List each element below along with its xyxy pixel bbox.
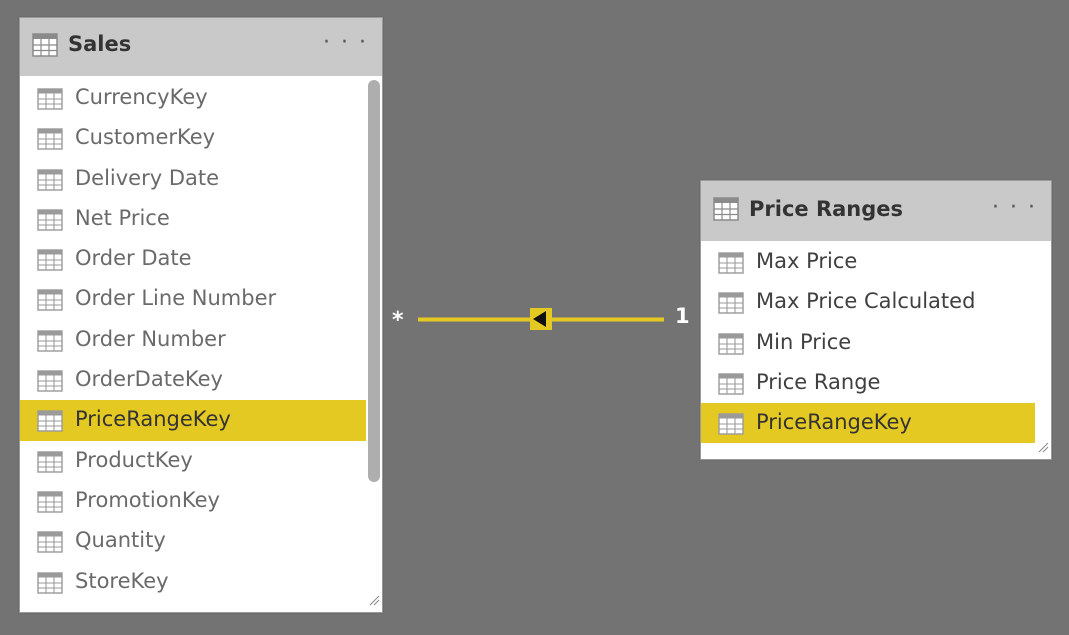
column-icon (37, 88, 63, 114)
price-ranges-table-header[interactable]: Price Ranges · · · (701, 181, 1051, 241)
field-row[interactable]: PriceRangeKey (701, 403, 1035, 444)
column-icon (37, 209, 63, 235)
field-row[interactable]: ProductKey (20, 441, 366, 481)
left-arrow-icon (533, 311, 546, 327)
field-row[interactable]: Price Range (701, 363, 1035, 403)
column-icon (718, 252, 744, 278)
table-icon (32, 33, 58, 61)
column-icon (37, 491, 63, 517)
column-icon (37, 571, 63, 598)
field-row[interactable]: OrderDateKey (20, 360, 366, 400)
many-cardinality-label: * (392, 308, 404, 333)
field-row[interactable]: Max Price (701, 242, 1035, 282)
field-label: Max Price Calculated (756, 289, 976, 314)
field-row[interactable]: Order Date (20, 239, 366, 279)
price-ranges-table-title: Price Ranges (749, 197, 904, 221)
resize-handle-icon[interactable] (1037, 438, 1049, 457)
field-row[interactable]: Order Number (20, 320, 366, 360)
column-icon (718, 413, 744, 439)
field-label: StoreKey (75, 568, 169, 593)
column-icon (37, 410, 63, 436)
field-row[interactable]: Max Price Calculated (701, 282, 1035, 322)
column-icon (37, 330, 63, 356)
column-icon (37, 249, 63, 275)
field-label: Net Price (75, 205, 170, 230)
field-label: Quantity (75, 528, 166, 553)
field-label: Order Number (75, 326, 226, 351)
field-row[interactable]: Min Price (701, 323, 1035, 363)
field-label: Max Price (756, 249, 858, 273)
field-label: OrderDateKey (75, 367, 223, 392)
column-icon (37, 531, 63, 557)
sales-table-header[interactable]: Sales · · · (20, 18, 382, 76)
table-icon (713, 197, 739, 225)
column-icon (37, 370, 63, 396)
field-row[interactable]: Quantity (20, 521, 366, 561)
field-row[interactable]: StoreKey (20, 562, 366, 602)
field-label: Price Range (756, 369, 881, 394)
field-row[interactable]: Delivery Date (20, 159, 366, 199)
sales-scrollbar[interactable] (368, 80, 380, 482)
field-row[interactable]: PriceRangeKey (20, 400, 366, 441)
sales-table-title: Sales (68, 32, 132, 56)
field-row[interactable]: Order Line Number (20, 279, 366, 319)
field-row[interactable]: Net Price (20, 199, 366, 239)
column-icon (37, 168, 63, 195)
field-label: PriceRangeKey (75, 407, 231, 432)
field-label: Order Line Number (75, 286, 277, 311)
column-icon (718, 332, 744, 359)
field-label: Delivery Date (75, 165, 220, 190)
field-row[interactable]: CustomerKey (20, 118, 366, 158)
field-label: CurrencyKey (75, 85, 208, 109)
field-label: PromotionKey (75, 487, 220, 512)
field-label: ProductKey (75, 447, 193, 472)
field-row[interactable]: PromotionKey (20, 481, 366, 521)
column-icon (37, 128, 63, 154)
field-label: CustomerKey (75, 125, 216, 150)
column-icon (718, 373, 744, 399)
relationship-line[interactable] (415, 305, 667, 335)
field-row[interactable]: CurrencyKey (20, 78, 366, 118)
field-label: PriceRangeKey (756, 410, 912, 435)
field-label: Order Date (75, 246, 192, 271)
column-icon (718, 292, 744, 318)
more-options-icon[interactable]: · · · (992, 195, 1037, 220)
field-label: Min Price (756, 329, 852, 354)
more-options-icon[interactable]: · · · (323, 30, 368, 55)
resize-handle-icon[interactable] (368, 591, 380, 610)
column-icon (37, 289, 63, 315)
one-cardinality-label: 1 (675, 304, 690, 328)
column-icon (37, 450, 63, 477)
